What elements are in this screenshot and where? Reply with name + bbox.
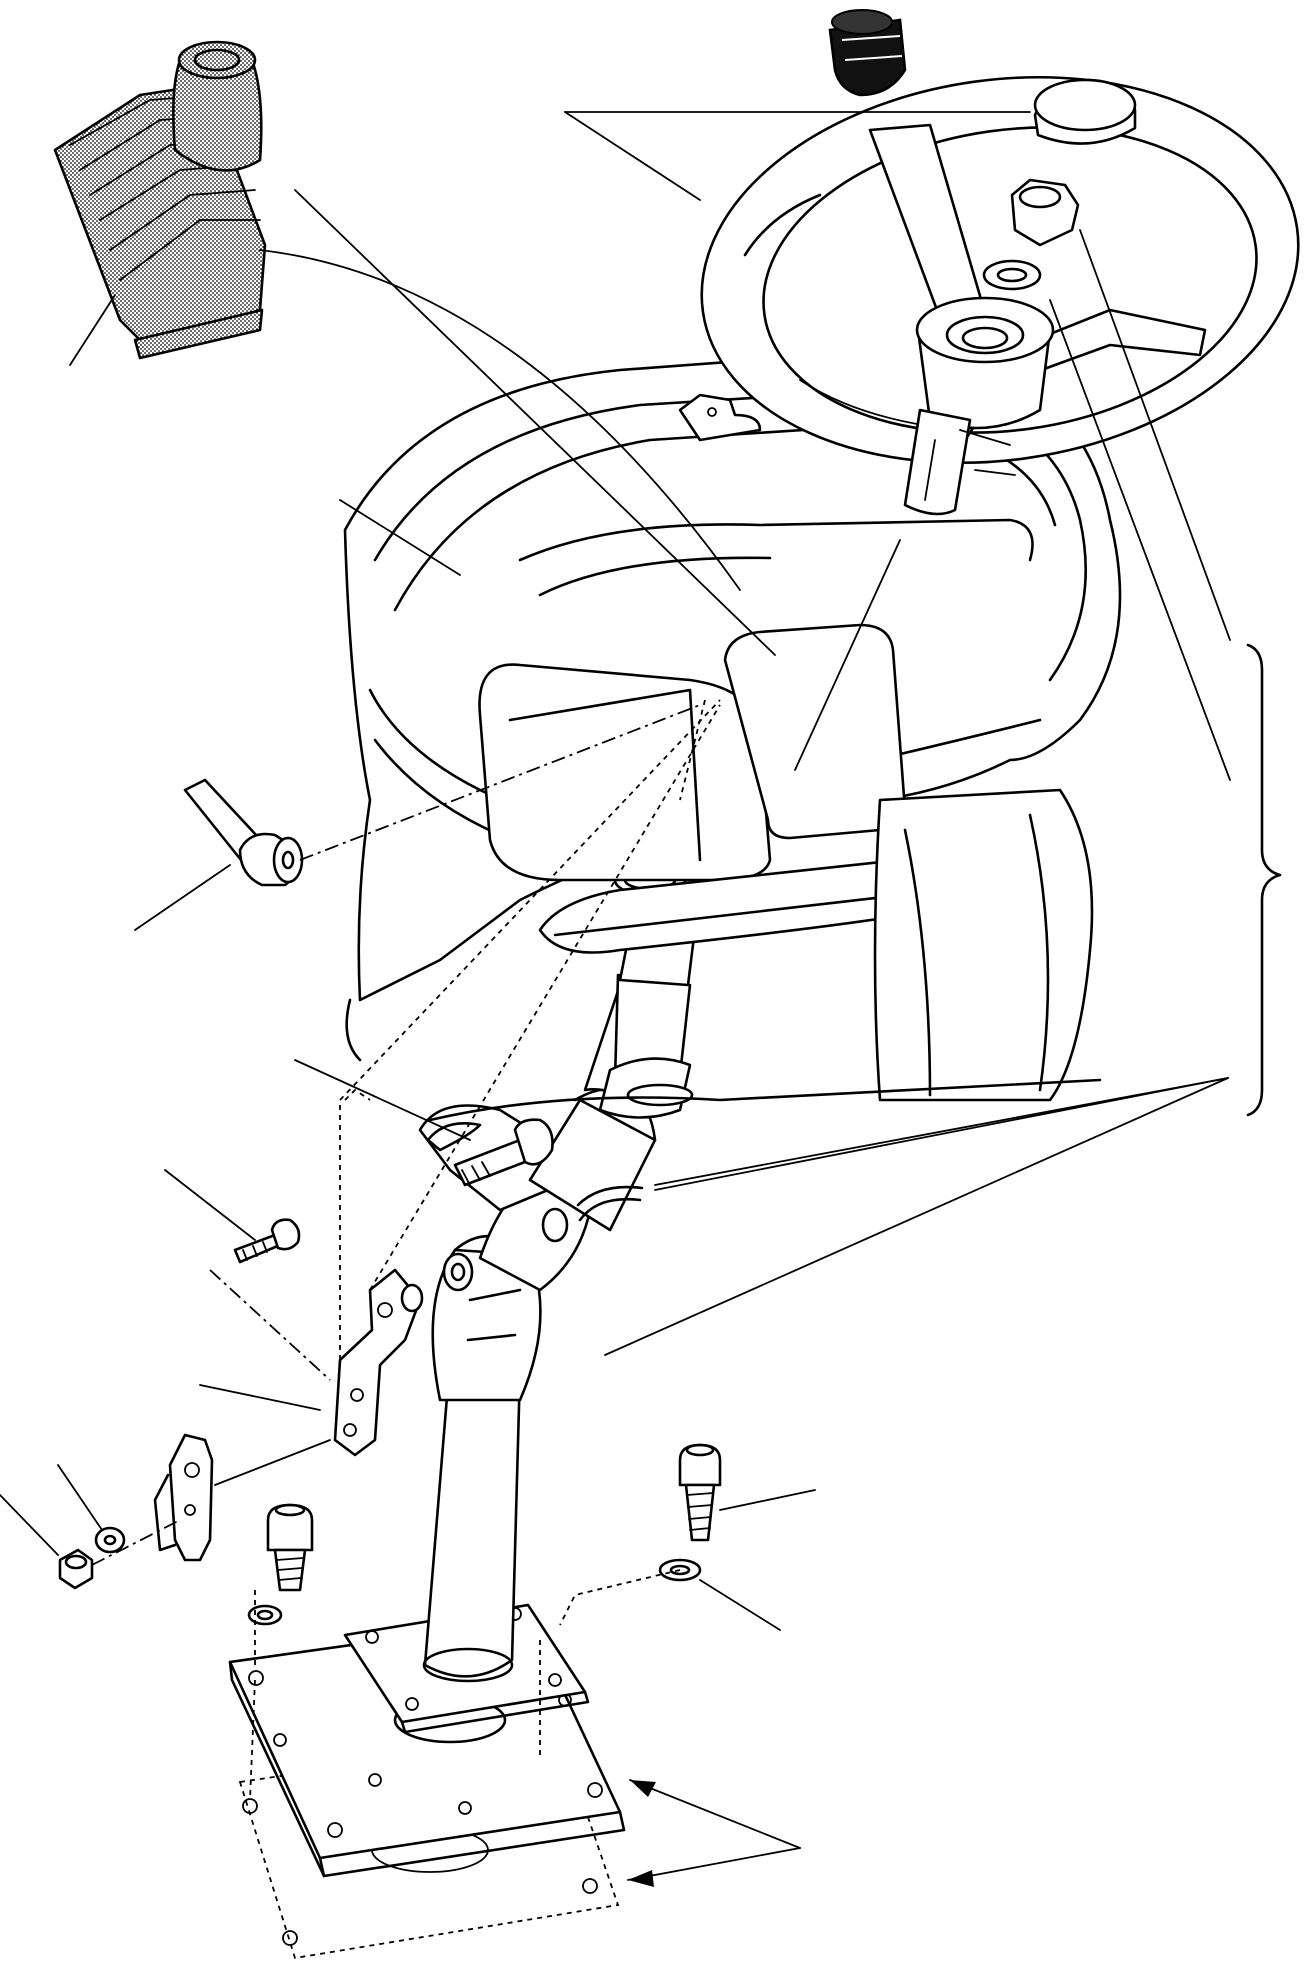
arrow-icon [627, 1779, 801, 1887]
hex-nut-icon [1010, 178, 1080, 247]
bolt-icon [453, 1118, 554, 1187]
lever-handle-icon [183, 778, 304, 887]
base-screw-right-icon [658, 1443, 722, 1582]
brace-icon [1246, 643, 1282, 1117]
gear-lever-boot-icon [53, 40, 267, 360]
bracket-icon [333, 1268, 424, 1457]
socket-screw-icon [247, 1503, 314, 1626]
plate-nut-icon [58, 1548, 94, 1590]
spinner-knob-icon [828, 9, 907, 97]
horn-cap-icon [1033, 78, 1137, 145]
screw-icon [233, 1218, 301, 1264]
leader-lines [0, 111, 1231, 1801]
plate-icon [153, 1433, 214, 1562]
washer-icon [982, 259, 1042, 291]
dashboard-console-icon [343, 348, 1122, 1122]
plate-washer-icon [94, 1526, 126, 1554]
